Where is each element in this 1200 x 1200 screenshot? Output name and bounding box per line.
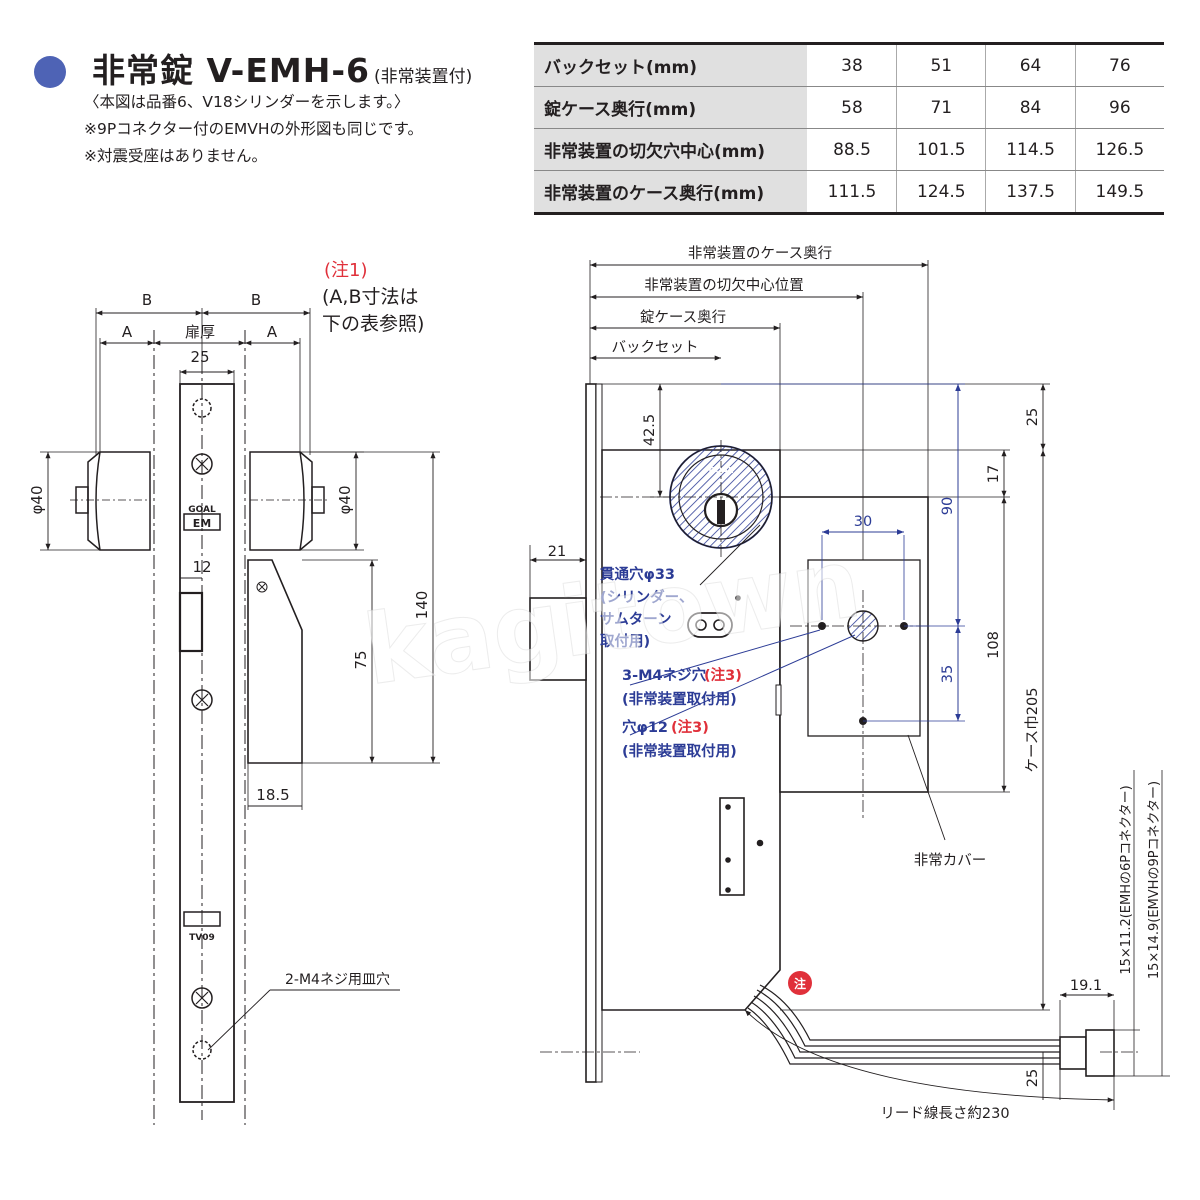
phi12-label: 穴φ12 [622,718,668,736]
note-line-1: 〈本図は品番6、V18シリンダーを示します。〉 [84,93,410,111]
hole-sub-1: (シリンダー、 [600,588,693,606]
dim-108: 108 [986,631,1002,659]
table-row: 非常装置の切欠穴中心(mm) 88.5 101.5 114.5 126.5 [534,128,1164,171]
caution-mark: 注 [794,976,806,991]
dim-21: 21 [548,544,566,560]
cell: 124.5 [896,170,986,215]
hole-sub-2: サムターン [600,611,672,628]
dim-b-right: B [251,291,261,309]
cell: 51 [896,42,986,87]
dim-90: 90 [940,497,956,515]
front-view-labels: B B A A 扉厚 25 12 φ40 φ40 140 75 18.5 GOA… [28,260,431,988]
row-label: バックセット(mm) [534,42,808,87]
cylinder-goal-mark: GOAL [709,466,733,475]
note1-title: (注1) [324,260,368,281]
dim-18-5: 18.5 [256,786,289,804]
cell: 111.5 [806,170,897,215]
title-bullet-icon [34,56,66,88]
table-row: バックセット(mm) 38 51 64 76 [534,42,1164,87]
row-label: 非常装置の切欠穴中心(mm) [534,128,808,171]
table-row: 錠ケース奥行(mm) 58 71 84 96 [534,86,1164,129]
cell: 84 [985,86,1076,129]
cell: 38 [806,42,897,87]
dim-backset: バックセット [612,339,699,356]
dim-a-left: A [122,323,133,341]
dim-75: 75 [352,650,370,669]
tv-mark: TV09 [189,933,215,943]
phi12-note: (注3) [671,718,709,736]
dim-42-5: 42.5 [642,414,658,446]
dim-25: 25 [190,348,209,366]
spec-table: バックセット(mm) 38 51 64 76 錠ケース奥行(mm) 58 71 … [534,42,1164,215]
m4-label: 3-M4ネジ穴 [622,666,707,684]
connector-6p-label: 15×11.2(EMHの6Pコネクター) [1119,785,1134,974]
page-title: 非常錠 V-EMH-6(非常装置付) [92,44,472,92]
dim-12: 12 [192,558,211,576]
cell: 126.5 [1074,128,1164,171]
dim-b-left: B [142,291,152,309]
dim-25-bottom: 25 [1025,1069,1041,1087]
dim-phi40-left: φ40 [28,486,46,515]
dim-140: 140 [413,591,431,620]
screw-label: 2-M4ネジ用皿穴 [285,972,390,988]
cell: 76 [1074,42,1164,87]
cell: 149.5 [1074,170,1164,215]
blue-labels: 90 35 30 貫通穴φ33 (シリンダー、 サムターン 取付用) 3-M4ネ… [600,497,956,760]
title-sub: (非常装置付) [373,67,473,87]
dim-cutout-center: 非常装置の切欠中心位置 [644,277,804,294]
cell: 137.5 [985,170,1076,215]
lead-length: リード線長さ約230 [880,1105,1009,1122]
cell: 64 [985,42,1076,87]
hole-label: 貫通穴φ33 [600,565,675,583]
cover-label: 非常カバー [914,852,987,869]
side-view [529,260,1170,1110]
m4-sub: (非常装置取付用) [622,690,737,708]
cell: 71 [896,86,986,129]
connector-9p-label: 15×14.9(EMVHの9Pコネクター) [1147,781,1162,979]
dim-19-1: 19.1 [1070,978,1102,994]
em-mark: EM [193,517,211,530]
note-line-3: ※対震受座はありません。 [84,147,268,165]
dim-phi40-right: φ40 [336,486,354,515]
cell: 96 [1074,86,1164,129]
title-main: 非常錠 V-EMH-6 [92,51,370,90]
cell: 114.5 [985,128,1076,171]
dim-25-top: 25 [1025,408,1041,426]
phi12-sub: (非常装置取付用) [622,742,737,760]
table-row: 非常装置のケース奥行(mm) 111.5 124.5 137.5 149.5 [534,170,1164,215]
blue-dimensions [721,383,965,722]
m4-note: (注3) [704,666,742,684]
dim-30: 30 [854,514,872,530]
dim-35: 35 [940,665,956,683]
cell: 88.5 [806,128,897,171]
dim-case-width: ケース巾205 [1024,688,1041,773]
row-label: 非常装置のケース奥行(mm) [534,170,808,215]
caution-badge-icon [788,971,812,995]
cell: 101.5 [896,128,986,171]
side-view-labels: 非常装置のケース奥行 非常装置の切欠中心位置 錠ケース奥行 バックセット 42.… [548,245,1162,1122]
hole-sub-3: 取付用) [600,632,650,650]
row-label: 錠ケース奥行(mm) [534,86,808,129]
note1-line1: (A,B寸法は [322,286,419,308]
dim-door-thickness: 扉厚 [185,323,215,341]
dim-lock-case-depth: 錠ケース奥行 [640,309,726,326]
dim-a-right: A [267,323,278,341]
cell: 58 [806,86,897,129]
dim-case-depth: 非常装置のケース奥行 [688,245,832,262]
note-line-2: ※9Pコネクター付のEMVHの外形図も同じです。 [84,120,423,138]
note1-line2: 下の表参照) [322,313,424,335]
dim-17: 17 [986,465,1002,483]
front-view [40,308,440,1125]
goal-mark: GOAL [188,505,216,515]
